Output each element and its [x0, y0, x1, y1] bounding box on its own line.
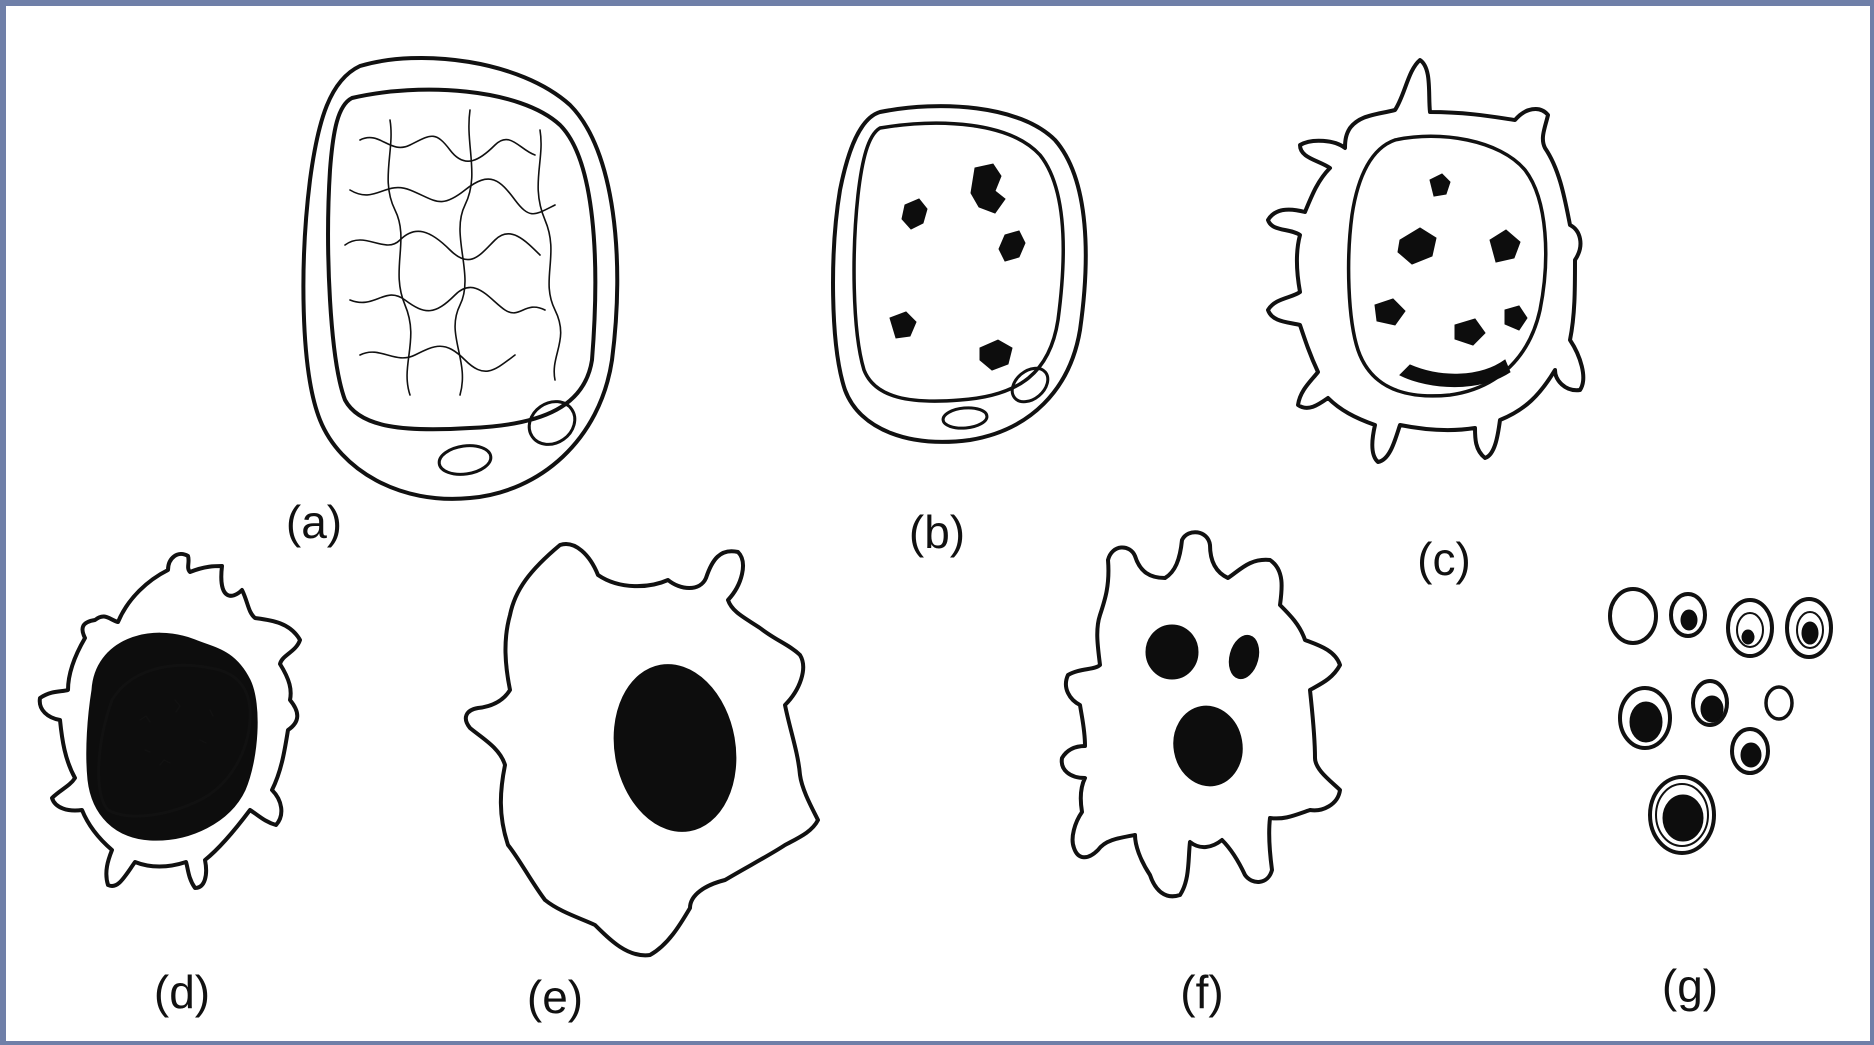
- cell-a: [303, 58, 617, 499]
- cell-f: [1062, 532, 1340, 896]
- pyknotic-nucleus: [601, 655, 748, 841]
- nuclear-fragment-2: [1225, 632, 1263, 682]
- cell-e: [466, 544, 818, 955]
- body-9: [1650, 777, 1714, 853]
- label-b: (b): [909, 506, 965, 558]
- body-8: [1732, 729, 1768, 773]
- chromatin-clumps: [890, 164, 1025, 370]
- body-6: [1693, 681, 1727, 725]
- body-1: [1610, 589, 1656, 643]
- apoptotic-bodies: [1610, 589, 1831, 853]
- body-4: [1787, 599, 1831, 657]
- label-a: (a): [286, 496, 342, 548]
- nuclear-fragment-1: [1146, 625, 1198, 679]
- label-e: (e): [527, 971, 583, 1023]
- label-f: (f): [1180, 966, 1223, 1018]
- nuclear-fragment-3: [1168, 701, 1249, 792]
- chromatin-network: [345, 110, 561, 395]
- body-7: [1766, 687, 1792, 719]
- body-3: [1728, 600, 1772, 656]
- cell-b: [833, 106, 1086, 442]
- body-5: [1620, 688, 1670, 748]
- body-2: [1671, 594, 1705, 636]
- label-c: (c): [1417, 533, 1471, 585]
- cell-c: [1268, 60, 1583, 462]
- cell-d: [40, 554, 300, 888]
- condensed-chromatin: [1375, 174, 1527, 387]
- label-d: (d): [154, 966, 210, 1018]
- label-g: (g): [1662, 960, 1718, 1012]
- chromatin-crescent: [87, 633, 257, 840]
